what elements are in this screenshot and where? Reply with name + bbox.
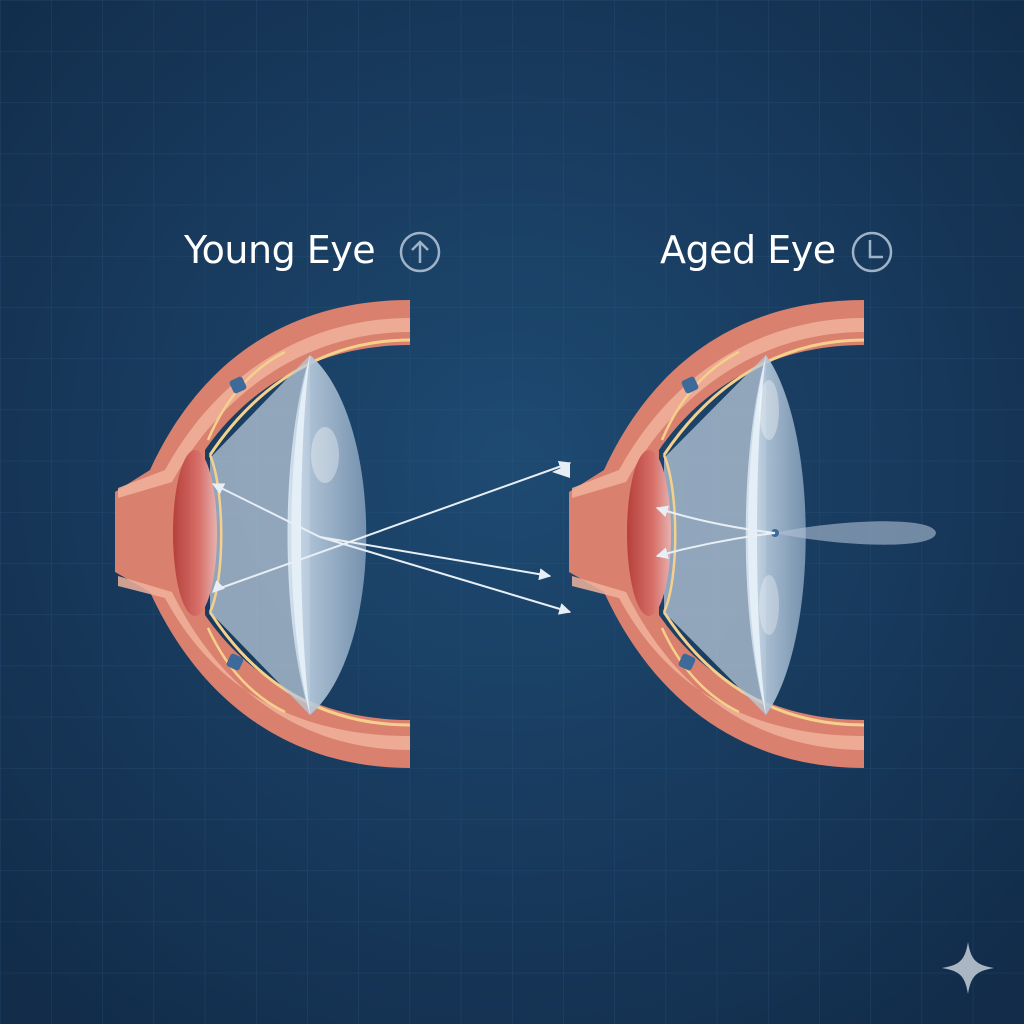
ligament [678, 653, 696, 671]
ligament [229, 376, 247, 394]
focal-blur [775, 521, 936, 545]
light-rays [655, 505, 776, 559]
light-rays [211, 460, 572, 615]
ligament [226, 653, 244, 671]
iris [627, 450, 671, 616]
lens [287, 355, 367, 715]
arrow-up-circle-icon [399, 231, 441, 273]
young-eye-title: Young Eye [184, 228, 376, 272]
clock-icon [851, 231, 893, 273]
young-eye [113, 298, 572, 770]
aged-eye [552, 298, 936, 770]
ligament [681, 376, 699, 394]
vitreous [210, 355, 310, 715]
aged-eye-title: Aged Eye [660, 228, 836, 272]
sparkle-icon [942, 942, 994, 994]
iris [173, 450, 217, 616]
